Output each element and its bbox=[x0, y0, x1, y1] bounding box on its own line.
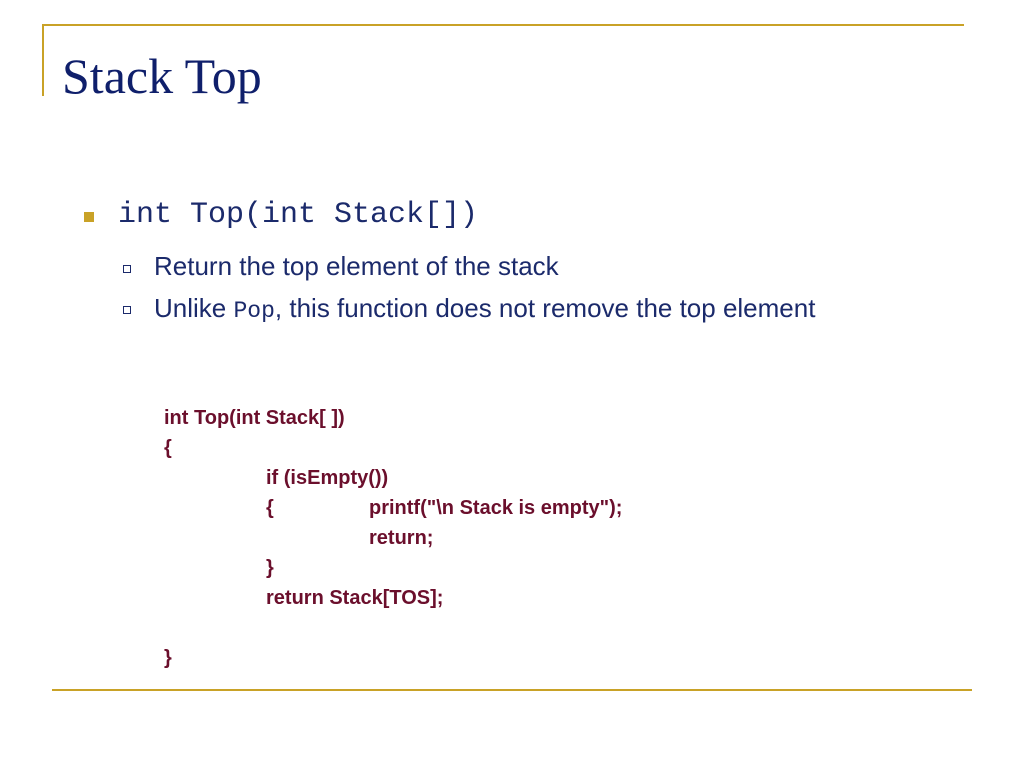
code-line: { bbox=[266, 497, 274, 519]
frame-top-line bbox=[42, 24, 964, 26]
code-line: { bbox=[164, 437, 172, 459]
code-line: int Top(int Stack[ ]) bbox=[164, 407, 345, 429]
code-line: return Stack[TOS]; bbox=[266, 587, 444, 609]
frame-bottom-line bbox=[52, 689, 972, 691]
slide-title: Stack Top bbox=[62, 48, 262, 104]
subbullet-2-suffix: , this function does not remove the top … bbox=[274, 293, 816, 323]
code-line: } bbox=[164, 647, 172, 669]
hollow-square-bullet-icon bbox=[123, 265, 131, 273]
subbullet-text-1: Return the top element of the stack bbox=[154, 251, 559, 281]
code-line: printf("\n Stack is empty"); bbox=[369, 497, 623, 519]
inline-code-pop: Pop bbox=[233, 298, 275, 324]
frame-left-line bbox=[42, 24, 44, 96]
code-line: } bbox=[266, 557, 274, 579]
hollow-square-bullet-icon bbox=[123, 306, 131, 314]
main-bullet-text: int Top(int Stack[]) bbox=[118, 198, 479, 232]
square-bullet-icon bbox=[84, 212, 94, 222]
code-line: return; bbox=[369, 527, 434, 549]
subbullet-2-prefix: Unlike bbox=[154, 293, 234, 323]
subbullet-text-2: Unlike Pop, this function does not remov… bbox=[154, 288, 874, 331]
code-line: if (isEmpty()) bbox=[266, 467, 389, 489]
